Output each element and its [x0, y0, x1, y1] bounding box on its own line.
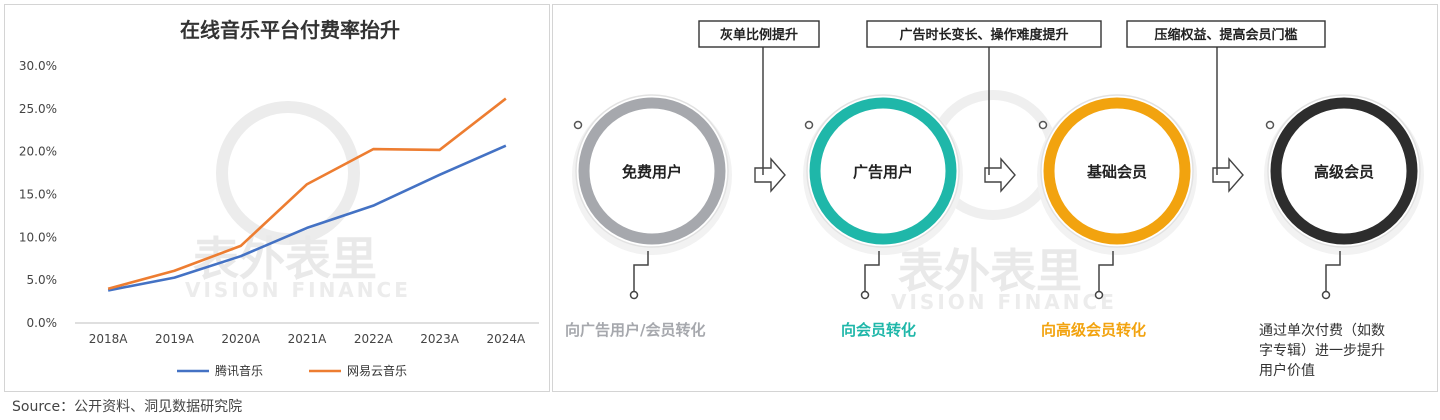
flow-arrow — [754, 157, 786, 193]
stage-label: 免费用户 — [622, 163, 682, 181]
x-tick-label: 2019A — [155, 332, 195, 346]
x-tick-label: 2022A — [354, 332, 394, 346]
stage-pointer-line — [1098, 251, 1114, 291]
stage-transition-text: 向高级会员转化 — [1041, 321, 1146, 339]
driver-text: 压缩权益、提高会员门槛 — [1154, 27, 1297, 43]
driver-text: 广告时长变长、操作难度提升 — [899, 27, 1068, 43]
y-tick-label: 0.0% — [27, 316, 58, 330]
y-tick-label: 15.0% — [19, 188, 57, 202]
flow-arrow — [984, 157, 1016, 193]
stage-ring — [1270, 97, 1418, 245]
pointer-dot — [860, 290, 870, 300]
connector-dot — [1038, 120, 1048, 130]
connector-dot — [804, 120, 814, 130]
driver-box — [866, 20, 1102, 48]
y-tick-label: 25.0% — [19, 102, 57, 116]
watermark-cn-right: 表外表里 — [898, 244, 1082, 298]
y-tick-label: 30.0% — [19, 59, 57, 73]
chart-title: 在线音乐平台付费率抬升 — [180, 18, 400, 42]
stage-pointer-line — [864, 251, 880, 291]
legend-label: 网易云音乐 — [347, 363, 407, 378]
stage-ring — [809, 97, 957, 245]
source-note: Source：公开资料、洞见数据研究院 — [12, 399, 243, 415]
driver-text: 灰单比例提升 — [720, 27, 798, 43]
stage-transition-text: 用户价值 — [1259, 362, 1315, 379]
connector-dot — [1265, 120, 1275, 130]
stage-pointer-line — [633, 251, 649, 291]
y-tick-label: 20.0% — [19, 145, 57, 159]
pointer-dot — [1094, 290, 1104, 300]
membership-flow-diagram: 表外表里 VISION FINANCE 免费用户 广告用户 基础会员 高级会员向广告用… — [565, 20, 1424, 379]
stage-ring — [1043, 97, 1191, 245]
x-tick-label: 2018A — [89, 332, 129, 346]
x-tick-label: 2023A — [420, 332, 460, 346]
stage-transition-text: 字专辑）进一步提升 — [1259, 343, 1385, 359]
flow-panel: 表外表里 VISION FINANCE 免费用户 广告用户 基础会员 高级会员向广告用… — [552, 4, 1438, 392]
watermark-cn: 表外表里 — [193, 232, 377, 286]
y-tick-label: 5.0% — [27, 273, 58, 287]
series-line-0 — [107, 144, 507, 292]
stage-label: 高级会员 — [1314, 163, 1374, 181]
pointer-dot — [1321, 290, 1331, 300]
flow-arrow — [1212, 157, 1244, 193]
watermark-en-right: VISION FINANCE — [891, 290, 1117, 314]
connector-dot — [573, 120, 583, 130]
y-tick-label: 10.0% — [19, 230, 57, 244]
series-line-1 — [107, 97, 507, 290]
chart-panel: 表外表里 VISION FINANCE 在线音乐平台付费率抬升 0.0% 5.0%… — [4, 4, 550, 392]
stage-transition-text: 向广告用户/会员转化 — [565, 321, 705, 339]
line-chart: 表外表里 VISION FINANCE 在线音乐平台付费率抬升 0.0% 5.0%… — [19, 18, 539, 378]
x-tick-label: 2024A — [486, 332, 526, 346]
stage-transition-text: 通过单次付费（如数 — [1259, 323, 1385, 339]
stage-transition-text: 向会员转化 — [841, 321, 916, 339]
driver-box — [698, 20, 820, 48]
stage-label: 广告用户 — [853, 163, 913, 181]
watermark-en: VISION FINANCE — [185, 278, 411, 302]
legend: 腾讯音乐 网易云音乐 — [177, 363, 407, 378]
x-tick-label: 2021A — [288, 332, 328, 346]
stage-pointer-line — [1325, 251, 1341, 291]
driver-box — [1126, 20, 1326, 48]
watermark-left: 表外表里 VISION FINANCE — [185, 101, 411, 302]
stage-ring — [578, 97, 726, 245]
x-tick-label: 2020A — [221, 332, 261, 346]
pointer-dot — [629, 290, 639, 300]
legend-label: 腾讯音乐 — [215, 363, 263, 378]
stage-label: 基础会员 — [1086, 163, 1147, 181]
